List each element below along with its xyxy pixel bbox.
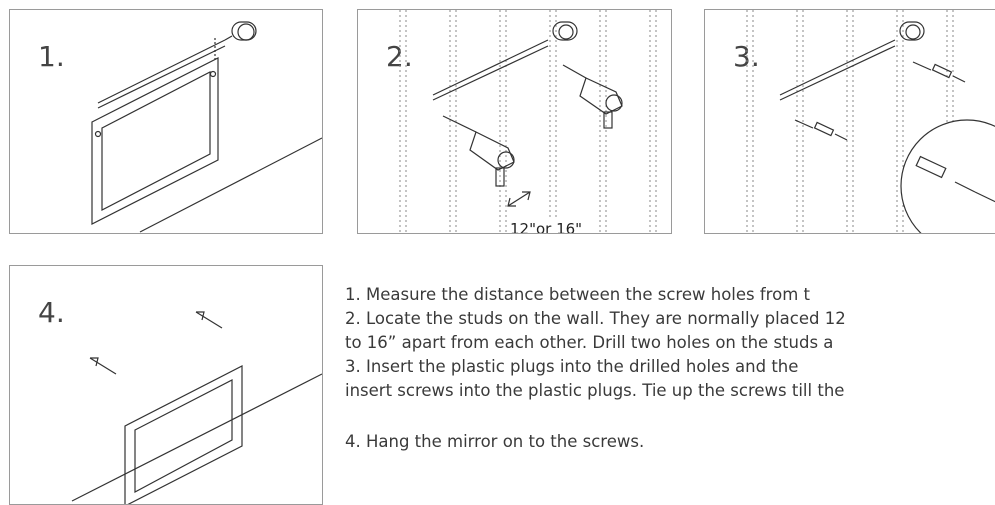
instruction-line: insert screws into the plastic plugs. Ti… xyxy=(345,381,845,400)
step-4-panel: 4. xyxy=(9,265,323,505)
step-3-illustration xyxy=(746,10,995,233)
instruction-line: 4. Hang the mirror on to the screws. xyxy=(345,432,645,451)
instruction-line: 1. Measure the distance between the scre… xyxy=(345,285,810,304)
step-1-illustration xyxy=(91,21,322,233)
step-3-panel: 3. xyxy=(704,9,995,234)
step-1-panel: 1. xyxy=(9,9,323,234)
instruction-line: 2. Locate the studs on the wall. They ar… xyxy=(345,309,846,328)
step-1-number: 1. xyxy=(38,40,65,73)
instruction-line: 3. Insert the plastic plugs into the dri… xyxy=(345,357,799,376)
step-4-illustration xyxy=(71,311,322,504)
step-2-illustration xyxy=(399,10,657,233)
step-2-panel: 2. 1 xyxy=(357,9,672,234)
stud-spacing-label: 12"or 16" xyxy=(508,220,585,233)
instruction-line: to 16” apart from each other. Drill two … xyxy=(345,333,834,352)
step-4-number: 4. xyxy=(38,296,65,329)
step-3-number: 3. xyxy=(733,40,760,73)
step-2-number: 2. xyxy=(386,40,413,73)
instructions-text: 1. Measure the distance between the scre… xyxy=(345,283,995,454)
